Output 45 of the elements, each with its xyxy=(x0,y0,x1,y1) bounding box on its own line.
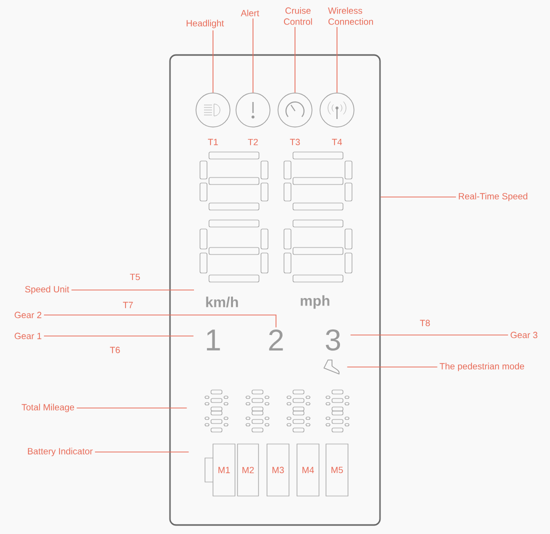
unit-label: mph xyxy=(300,295,330,309)
display-frame xyxy=(169,54,381,526)
gear-digit: 2 xyxy=(269,330,283,350)
callout-label: Gear 1 xyxy=(14,332,42,340)
callout-label: Gear 3 xyxy=(510,332,538,338)
indicator-icon xyxy=(196,92,230,128)
gear-digit: 1 xyxy=(206,330,220,350)
callout-label: Cruise Control xyxy=(284,7,312,25)
callout-label: Gear 2 xyxy=(14,312,42,318)
unit-label: km/h xyxy=(206,296,238,308)
edge-label: T5 xyxy=(130,274,140,280)
battery-cell: M1 xyxy=(204,444,236,496)
edge-label: T7 xyxy=(122,302,133,308)
shoe-icon xyxy=(324,360,340,374)
caption-label: T2 xyxy=(248,138,258,146)
leader-line xyxy=(294,26,296,94)
callout-label: Wireless Connection xyxy=(328,7,373,25)
leader-line xyxy=(380,196,456,198)
leader-line xyxy=(44,314,276,328)
indicator-icon xyxy=(278,92,312,128)
callout-label: Total Mileage xyxy=(22,404,74,412)
caption-label: T1 xyxy=(208,138,218,146)
edge-label: T6 xyxy=(110,346,120,354)
battery-cell: M2 xyxy=(237,444,259,496)
callout-label: Headlight xyxy=(186,20,224,28)
callout-label: Battery Indicator xyxy=(28,448,93,456)
leader-line xyxy=(350,334,508,336)
leader-line xyxy=(252,18,254,94)
leader-line xyxy=(336,26,338,94)
callout-label: Real-Time Speed xyxy=(458,192,528,202)
battery-cell: M3 xyxy=(266,444,290,496)
callout-label: Alert xyxy=(240,10,260,16)
indicator-icon xyxy=(320,92,354,128)
leader-line xyxy=(346,366,438,368)
battery-cell: M5 xyxy=(326,444,348,496)
mileage-digits-drawing xyxy=(204,390,350,432)
gear-digit: 3 xyxy=(326,329,340,351)
edge-label: T8 xyxy=(420,320,430,326)
indicator-icon xyxy=(236,92,270,128)
battery-cell: M4 xyxy=(296,444,320,496)
caption-label: T3 xyxy=(290,138,300,146)
leader-line xyxy=(212,30,214,94)
caption-label: T4 xyxy=(332,138,342,146)
callout-label: The pedestrian mode xyxy=(440,362,524,372)
callout-label: Speed Unit xyxy=(25,286,70,294)
